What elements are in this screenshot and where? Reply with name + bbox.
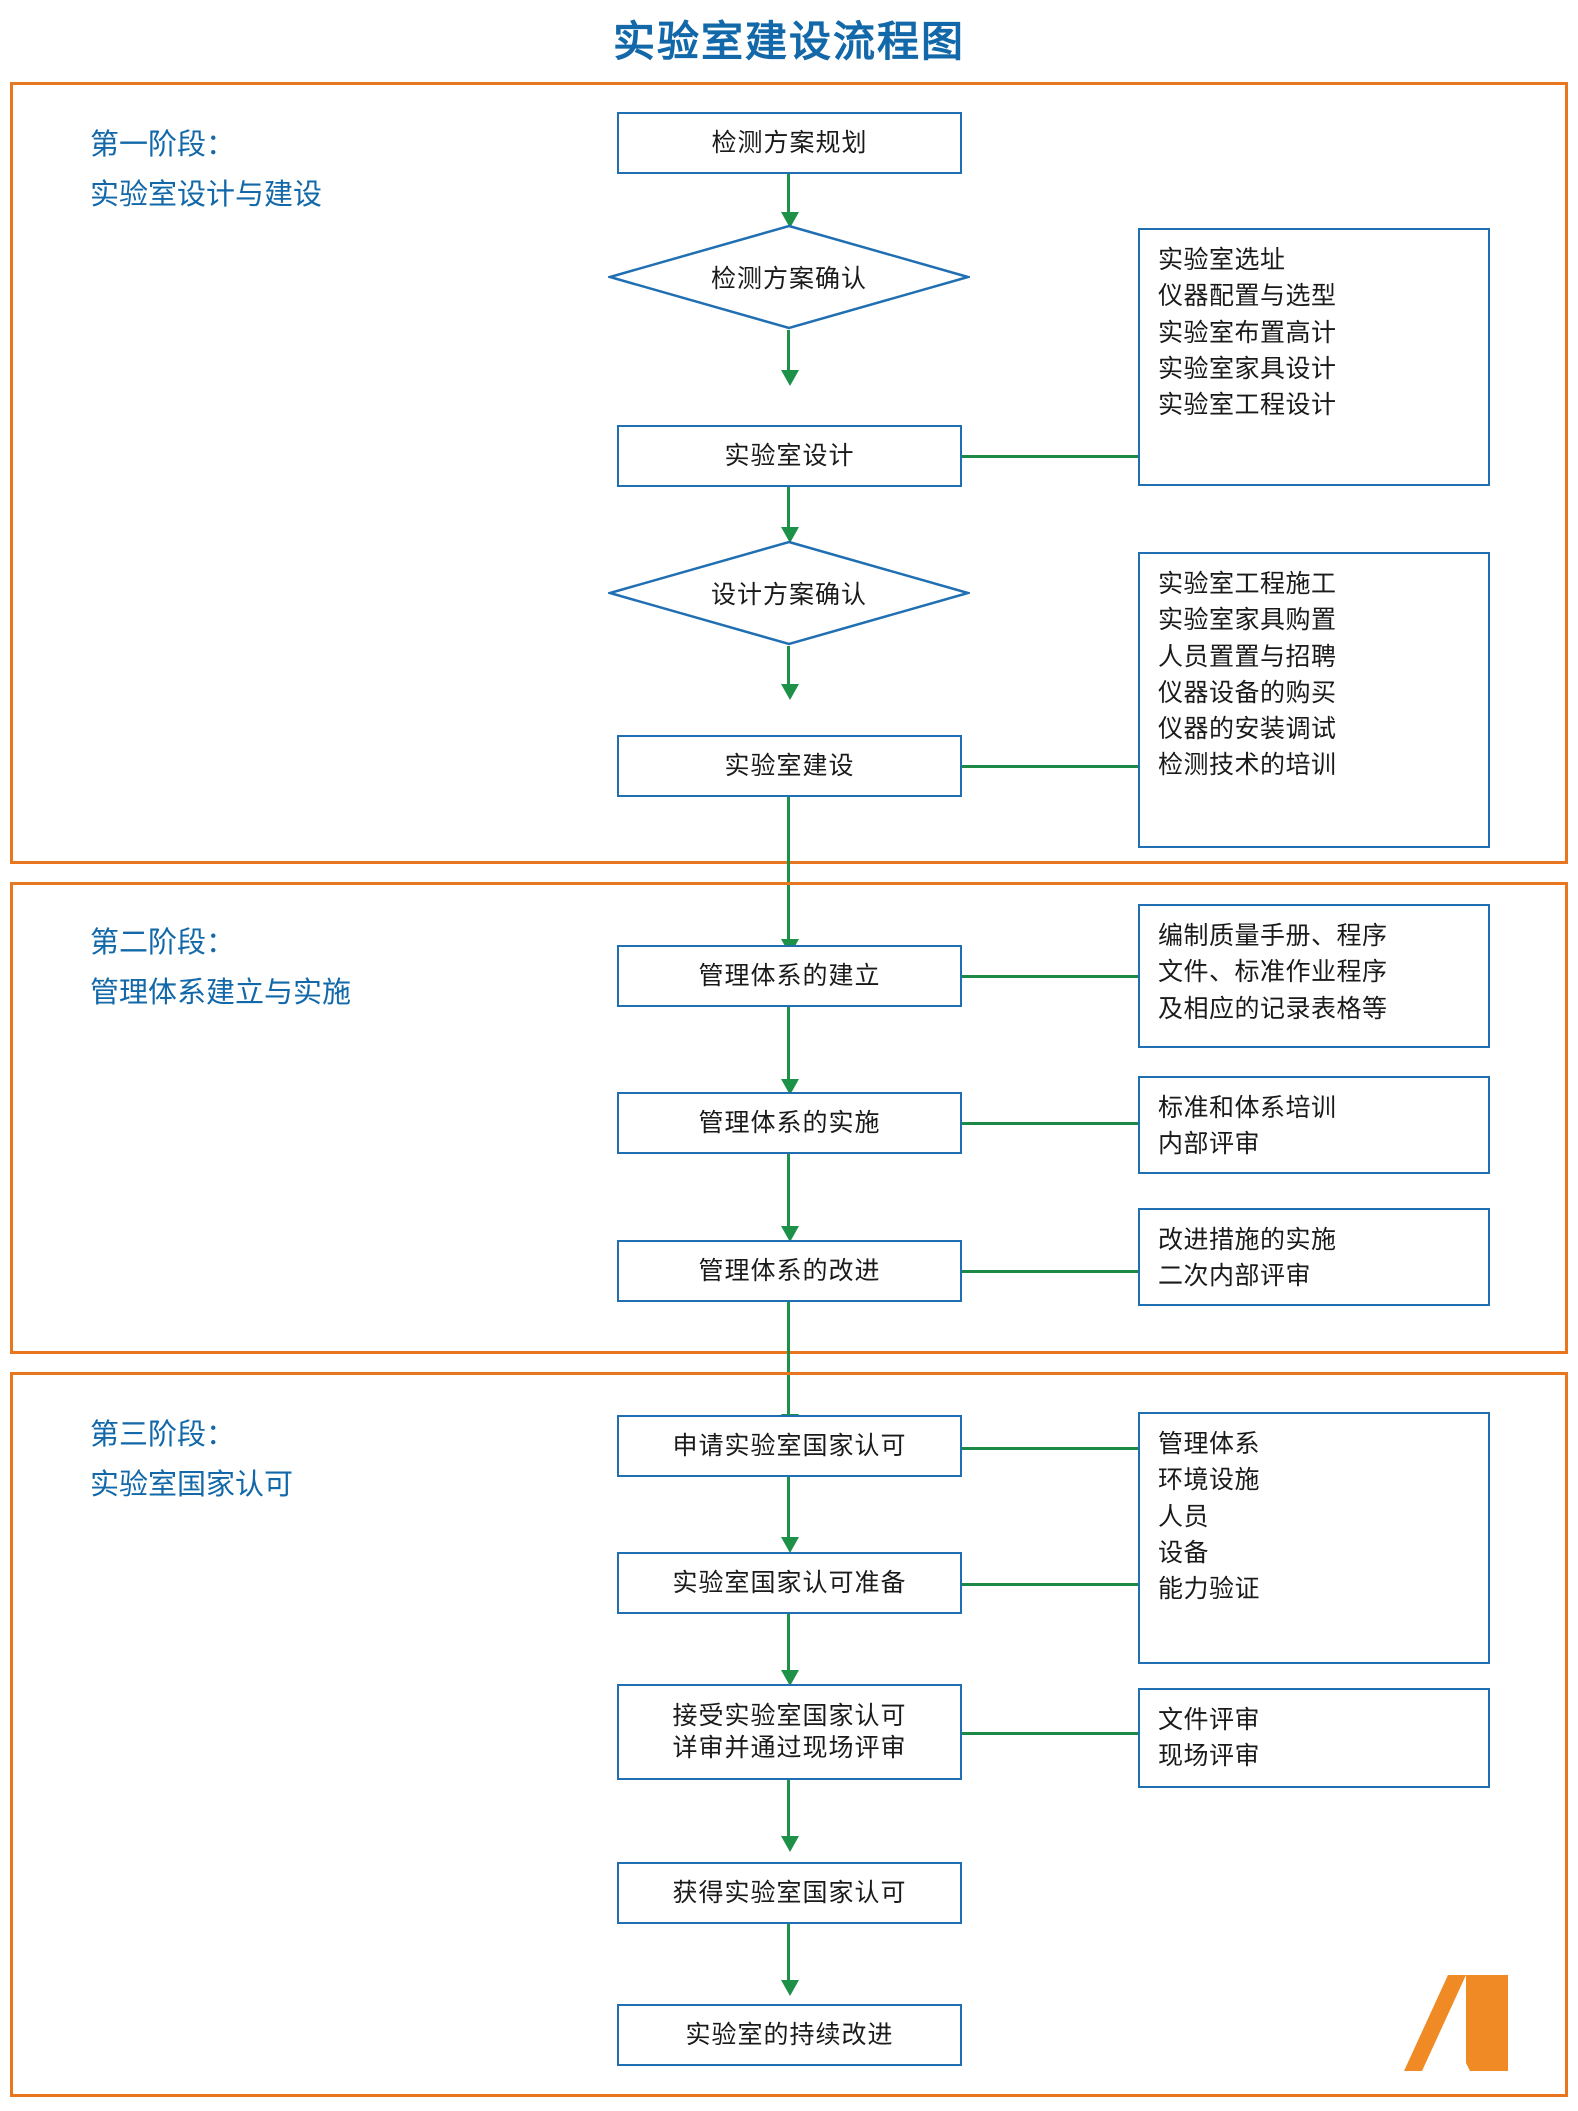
- connector-8-line: [787, 1614, 790, 1676]
- side-box-1-item-4: 实验室工程设计: [1158, 391, 1337, 419]
- node-lab-construction[interactable]: 实验室建设: [617, 735, 962, 797]
- connector-3-arrow: [781, 527, 799, 543]
- connector-6-arrow: [781, 1226, 799, 1242]
- connector-4-line: [787, 646, 790, 690]
- decision-detection-plan-confirm-label: 检测方案确认: [710, 265, 867, 293]
- connector-1-arrow: [781, 212, 799, 228]
- side-box-1-item-3: 实验室家具设计: [1158, 354, 1337, 383]
- stage-3-label: 第三阶段： 实验室国家认可: [90, 1410, 293, 1510]
- decision-detection-plan-confirm[interactable]: 检测方案确认: [608, 224, 970, 330]
- side-box-2-item-3: 仪器设备的购买: [1158, 678, 1337, 707]
- stage-3-frame: [10, 1372, 1568, 2097]
- connector-2-line: [787, 330, 790, 376]
- stage-3-label-line2: 实验室国家认可: [90, 1469, 294, 1501]
- side-connector-apply-accreditation: [962, 1447, 1138, 1450]
- side-box-2-item-1: 实验室家具购置: [1158, 606, 1337, 635]
- side-box-2-item-0: 实验室工程施工: [1158, 570, 1337, 598]
- side-box-ms-improve-details: 改进措施的实施 二次内部评审: [1138, 1208, 1490, 1306]
- side-box-1-item-0: 实验室选址: [1158, 246, 1286, 274]
- connector-7-line: [787, 1477, 790, 1543]
- side-box-assessment-types: 文件评审 现场评审: [1138, 1688, 1490, 1788]
- side-connector-ms-implement: [962, 1122, 1138, 1125]
- connector-5-line: [787, 1007, 790, 1085]
- stage-1-label-line2: 实验室设计与建设: [90, 179, 323, 211]
- logo-mark-icon: [1404, 1975, 1508, 2071]
- connector-1-line: [787, 174, 790, 218]
- connector-5-arrow: [781, 1079, 799, 1095]
- side-box-2-item-5: 检测技术的培训: [1158, 751, 1337, 780]
- side-box-3-item-1: 文件、标准作业程序: [1158, 958, 1388, 987]
- connector-8-arrow: [781, 1670, 799, 1686]
- company-logo-icon: [1404, 1975, 1508, 2071]
- diamond-shape-icon: [608, 224, 970, 330]
- side-connector-lab-design: [962, 455, 1138, 458]
- side-box-3-item-0: 编制质量手册、程序: [1158, 922, 1388, 950]
- side-box-ms-implement-details: 标准和体系培训 内部评审: [1138, 1076, 1490, 1174]
- node-onsite-assessment-line2: 详审并通过现场评审: [672, 1734, 907, 1762]
- side-connector-onsite-assessment: [962, 1732, 1138, 1735]
- side-box-2-item-4: 仪器的安装调试: [1158, 715, 1337, 743]
- side-connector-ms-improve: [962, 1270, 1138, 1273]
- decision-design-plan-confirm[interactable]: 设计方案确认: [608, 540, 970, 646]
- connector-stage1-to-stage2-line: [787, 797, 790, 945]
- node-accreditation-preparation[interactable]: 实验室国家认可准备: [617, 1552, 962, 1614]
- decision-design-plan-confirm-label: 设计方案确认: [710, 581, 867, 609]
- side-box-ms-establish-details: 编制质量手册、程序 文件、标准作业程序 及相应的记录表格等: [1138, 904, 1490, 1048]
- node-onsite-assessment-line1: 接受实验室国家认可: [672, 1702, 907, 1730]
- node-apply-national-accreditation[interactable]: 申请实验室国家认可: [617, 1415, 962, 1477]
- side-box-6-item-2: 人员: [1158, 1502, 1210, 1531]
- side-box-4-item-0: 标准和体系培训: [1158, 1094, 1337, 1122]
- side-box-accreditation-scope: 管理体系 环境设施 人员 设备 能力验证: [1138, 1412, 1490, 1664]
- stage-1-label: 第一阶段： 实验室设计与建设: [90, 120, 322, 220]
- diamond-shape-icon: [608, 540, 970, 646]
- page-title: 实验室建设流程图: [612, 18, 965, 65]
- side-box-6-item-1: 环境设施: [1158, 1466, 1261, 1495]
- connector-6-line: [787, 1154, 790, 1232]
- side-box-lab-construction-details: 实验室工程施工 实验室家具购置 人员置置与招聘 仪器设备的购买 仪器的安装调试 …: [1138, 552, 1490, 848]
- connector-9-arrow: [781, 1836, 799, 1852]
- side-connector-accreditation-preparation: [962, 1583, 1138, 1586]
- connector-3-line: [787, 487, 790, 533]
- connector-4-arrow: [781, 684, 799, 700]
- connector-10-line: [787, 1924, 790, 1986]
- node-management-system-improve[interactable]: 管理体系的改进: [617, 1240, 962, 1302]
- side-box-4-item-1: 内部评审: [1158, 1130, 1261, 1159]
- node-management-system-implement[interactable]: 管理体系的实施: [617, 1092, 962, 1154]
- side-box-6-item-3: 设备: [1158, 1538, 1210, 1567]
- side-box-5-item-1: 二次内部评审: [1158, 1262, 1312, 1291]
- stage-2-label-line2: 管理体系建立与实施: [90, 977, 352, 1009]
- stage-2-label-line1: 第二阶段：: [90, 927, 236, 959]
- stage-3-label-line1: 第三阶段：: [90, 1419, 236, 1451]
- side-box-6-item-0: 管理体系: [1158, 1430, 1261, 1458]
- side-box-7-item-0: 文件评审: [1158, 1706, 1261, 1734]
- connector-2-arrow: [781, 370, 799, 386]
- side-connector-lab-construction: [962, 765, 1138, 768]
- side-box-1-item-2: 实验室布置高计: [1158, 318, 1337, 347]
- node-detection-plan-planning[interactable]: 检测方案规划: [617, 112, 962, 174]
- side-box-6-item-4: 能力验证: [1158, 1575, 1261, 1603]
- connector-stage2-to-stage3-line: [787, 1302, 790, 1420]
- node-management-system-establish[interactable]: 管理体系的建立: [617, 945, 962, 1007]
- side-box-1-item-1: 仪器配置与选型: [1158, 282, 1337, 311]
- side-box-lab-design-details: 实验室选址 仪器配置与选型 实验室布置高计 实验室家具设计 实验室工程设计: [1138, 228, 1490, 486]
- node-onsite-assessment[interactable]: 接受实验室国家认可 详审并通过现场评审: [617, 1684, 962, 1780]
- side-connector-ms-establish: [962, 975, 1138, 978]
- side-box-2-item-2: 人员置置与招聘: [1158, 642, 1337, 671]
- node-continuous-improvement[interactable]: 实验室的持续改进: [617, 2004, 962, 2066]
- connector-10-arrow: [781, 1980, 799, 1996]
- stage-1-label-line1: 第一阶段：: [90, 129, 236, 161]
- side-box-3-item-2: 及相应的记录表格等: [1158, 994, 1388, 1023]
- side-box-5-item-0: 改进措施的实施: [1158, 1226, 1337, 1254]
- stage-2-label: 第二阶段： 管理体系建立与实施: [90, 918, 351, 1018]
- connector-9-line: [787, 1780, 790, 1842]
- side-box-7-item-1: 现场评审: [1158, 1742, 1261, 1771]
- node-obtain-accreditation[interactable]: 获得实验室国家认可: [617, 1862, 962, 1924]
- connector-7-arrow: [781, 1537, 799, 1553]
- node-lab-design[interactable]: 实验室设计: [617, 425, 962, 487]
